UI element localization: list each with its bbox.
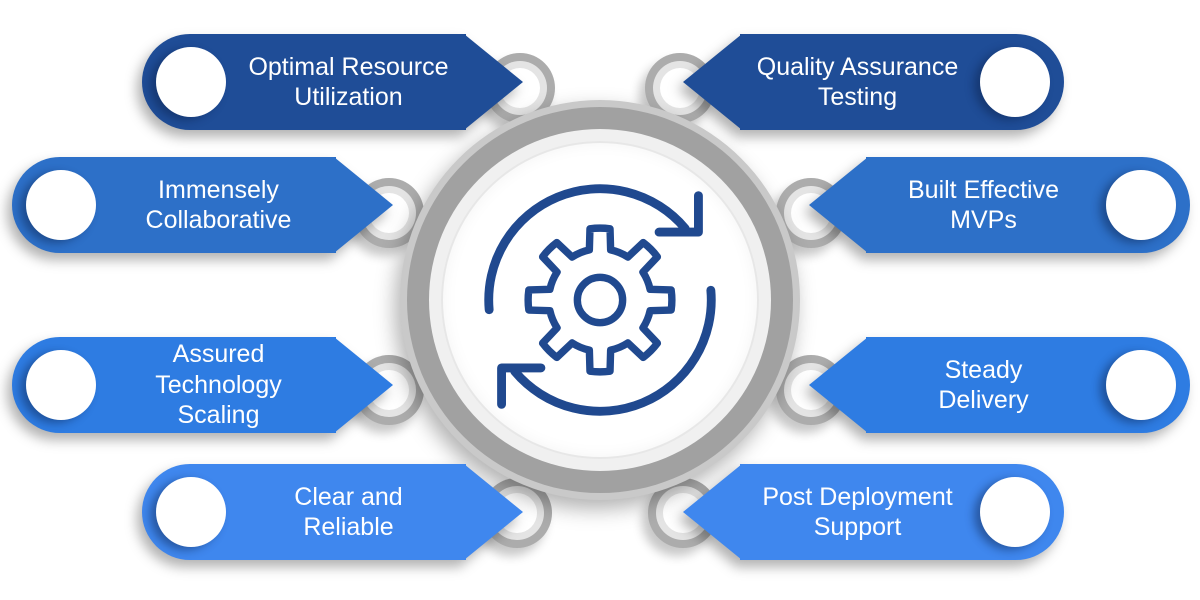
pill-label: Immensely Collaborative — [145, 175, 292, 235]
pill-bullet-circle — [26, 350, 96, 420]
pill-built-effective-mvps: Built Effective MVPs — [809, 157, 1190, 253]
pill-label: Built Effective MVPs — [907, 175, 1059, 235]
hub-inner-gap-ring — [429, 129, 771, 471]
pill-label: Assured Technology Scaling — [155, 340, 282, 430]
pill-label: Post Deployment Support — [762, 482, 953, 542]
pill-post-deployment-support: Post Deployment Support — [683, 464, 1064, 560]
pill-bullet-circle — [156, 47, 226, 117]
pill-bullet-circle — [1106, 350, 1176, 420]
hub-white-disc — [441, 141, 759, 459]
pill-label: Steady Delivery — [938, 355, 1029, 415]
pill-clear-and-reliable: Clear and Reliable — [142, 464, 523, 560]
pill-bullet-circle — [1106, 170, 1176, 240]
pill-assured-technology-scaling: Assured Technology Scaling — [12, 337, 393, 433]
pill-bullet-circle — [980, 477, 1050, 547]
pill-label: Quality Assurance Testing — [756, 52, 959, 112]
pill-bullet-circle — [26, 170, 96, 240]
hub-outer-ring — [400, 100, 800, 500]
pill-quality-assurance-testing: Quality Assurance Testing — [683, 34, 1064, 130]
center-hub-circle — [400, 100, 800, 500]
pill-bullet-circle — [980, 47, 1050, 117]
pill-steady-delivery: Steady Delivery — [809, 337, 1190, 433]
pill-immensely-collaborative: Immensely Collaborative — [12, 157, 393, 253]
pill-bullet-circle — [156, 477, 226, 547]
gear-sync-arrows-icon — [484, 184, 716, 416]
pill-label: Optimal Resource Utilization — [248, 52, 449, 112]
pill-label: Clear and Reliable — [294, 482, 403, 542]
pill-optimal-resource-utilization: Optimal Resource Utilization — [142, 34, 523, 130]
hub-gray-ring — [407, 107, 793, 493]
